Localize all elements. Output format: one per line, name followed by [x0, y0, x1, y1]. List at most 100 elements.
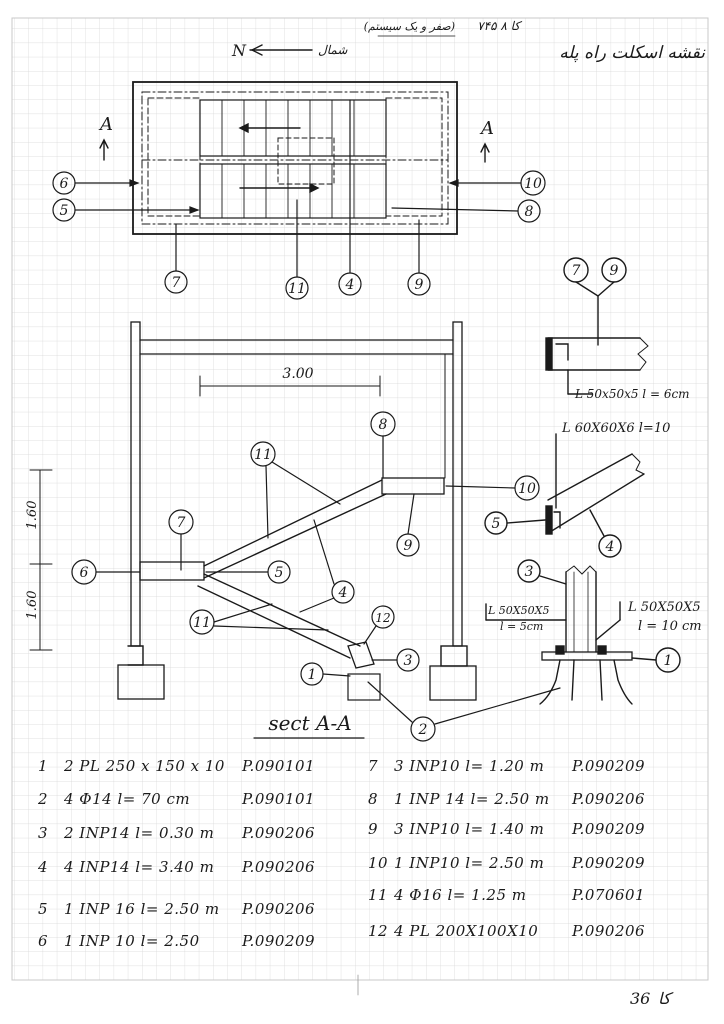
north-letter: N	[231, 41, 247, 60]
detail-7-9: 7 9 L 50x50x5 l = 6cm	[545, 257, 690, 401]
callout-4-plan: 4	[345, 277, 355, 293]
parts-row: 11 4 Φ16 l= 1.25 m P.070601	[368, 886, 645, 904]
parts-row: 4 4 INP14 l= 3.40 m P.090206	[38, 858, 315, 876]
north-arrow: N شمال	[231, 41, 348, 60]
callout-1-detail: 1	[664, 653, 673, 669]
callout-4-section: 4	[338, 585, 348, 601]
part-description: 4 Φ16 l= 1.25 m	[394, 886, 527, 904]
part-code: P.090101	[242, 790, 316, 808]
callout-11-plan: 11	[288, 281, 306, 297]
callout-12-section: 12	[375, 611, 390, 625]
callout-9-plan: 9	[415, 277, 424, 293]
part-code: P.090206	[572, 922, 646, 940]
part-number: 5	[38, 900, 49, 918]
parts-row: 1 2 PL 250 x 150 x 10 P.090101	[38, 757, 315, 775]
part-description: 4 Φ14 l= 70 cm	[64, 790, 191, 808]
callout-7-detail: 7	[572, 263, 581, 279]
callout-6-section: 6	[80, 565, 89, 581]
detail-5: L 60X60X6 l=10 5 4	[484, 421, 670, 558]
part-number: 10	[368, 854, 389, 872]
part-code: P.090206	[242, 824, 316, 842]
detail-base: 3 L 50X50X5 l	[485, 559, 702, 705]
part-number: 7	[368, 757, 379, 775]
callout-5-plan: 5	[60, 203, 69, 219]
callout-4-detail: 4	[605, 539, 615, 555]
callout-10-plan: 10	[524, 176, 542, 192]
detail3-right-a: L 50X50X5	[627, 600, 701, 615]
callout-8-section: 8	[379, 417, 388, 433]
section-callouts: 8 11 10 7 9 6 5	[71, 411, 561, 742]
part-description: 4 INP14 l= 3.40 m	[64, 858, 215, 876]
part-code: P.090209	[572, 757, 646, 775]
callout-9-section: 9	[404, 538, 413, 554]
part-number: 1	[38, 757, 49, 775]
part-description: 2 INP14 l= 0.30 m	[64, 824, 215, 842]
paren-note: (صفر و یک سیستم)	[364, 20, 455, 33]
callout-5-section: 5	[275, 565, 284, 581]
code-note: ۷۴۵ کا ۸	[477, 19, 522, 33]
parts-row: 10 1 INP10 l= 2.50 m P.090209	[368, 854, 645, 872]
part-number: 2	[38, 790, 49, 808]
detail3-left-a: L 50X50X5	[487, 604, 549, 617]
part-number: 6	[38, 932, 49, 950]
part-description: 4 PL 200X100X10	[394, 922, 539, 940]
callout-3-detail: 3	[525, 564, 534, 580]
detail3-left-b: l = 5cm	[500, 620, 543, 633]
part-number: 12	[368, 922, 389, 940]
callout-7-section: 7	[177, 515, 186, 531]
part-code: P.090209	[572, 854, 646, 872]
part-number: 3	[38, 824, 49, 842]
dim-height-upper: 1.60	[25, 501, 40, 530]
part-description: 1 INP10 l= 2.50 m	[394, 854, 545, 872]
part-code: P.090209	[242, 932, 316, 950]
callout-2-section: 2	[418, 722, 428, 738]
part-number: 8	[368, 790, 379, 808]
parts-row: 12 4 PL 200X100X10 P.090206	[368, 922, 645, 940]
title-persian: نقشه اسکلت راه پله	[559, 43, 706, 63]
callout-6-plan: 6	[60, 176, 69, 192]
detail1-label: L 50x50x5 l = 6cm	[574, 387, 690, 401]
detail2-label: L 60X60X6 l=10	[561, 421, 670, 436]
part-code: P.070601	[572, 886, 646, 904]
plan-callouts: 6 5 10 8 7 11 4	[52, 99, 546, 300]
callout-5-detail: 5	[492, 516, 501, 532]
part-description: 1 INP 16 l= 2.50 m	[64, 900, 220, 918]
page-number: 36	[630, 989, 650, 1008]
part-number: 11	[368, 886, 389, 904]
part-code: P.090206	[242, 900, 316, 918]
part-description: 3 INP10 l= 1.40 m	[394, 820, 545, 838]
part-code: P.090209	[572, 820, 646, 838]
part-code: P.090206	[242, 858, 316, 876]
parts-row: 9 3 INP10 l= 1.40 m P.090209	[368, 820, 645, 838]
callout-7-plan: 7	[172, 275, 181, 291]
callout-10-section: 10	[518, 481, 536, 497]
callout-11-section-upper: 11	[254, 447, 272, 463]
dim-height-lower: 1.60	[25, 591, 40, 620]
part-description: 3 INP10 l= 1.20 m	[394, 757, 545, 775]
callout-8-plan: 8	[525, 204, 534, 220]
dim-span: 3.00	[282, 366, 313, 382]
callout-3-section: 3	[404, 653, 413, 669]
part-description: 2 PL 250 x 150 x 10	[64, 757, 225, 775]
part-number: 4	[38, 858, 49, 876]
callout-1-section: 1	[308, 667, 317, 683]
part-description: 1 INP 10 l= 2.50	[64, 932, 200, 950]
section-title: sect A-A	[268, 711, 351, 735]
part-number: 9	[368, 820, 379, 838]
detail3-right-b: l = 10 cm	[638, 619, 702, 634]
section-marker-right: A	[479, 118, 494, 139]
page-prefix: کا	[658, 989, 674, 1008]
parts-row: 5 1 INP 16 l= 2.50 m P.090206	[38, 900, 315, 918]
parts-row: 6 1 INP 10 l= 2.50 P.090209	[38, 932, 315, 950]
part-description: 1 INP 14 l= 2.50 m	[394, 790, 550, 808]
callout-11-section-lower: 11	[193, 615, 211, 631]
section-marker-left: A	[98, 114, 113, 135]
parts-row: 3 2 INP14 l= 0.30 m P.090206	[38, 824, 315, 842]
callout-9-detail: 9	[610, 263, 619, 279]
part-code: P.090101	[242, 757, 316, 775]
section-view: 3.00 1.60 1.60	[25, 321, 477, 739]
